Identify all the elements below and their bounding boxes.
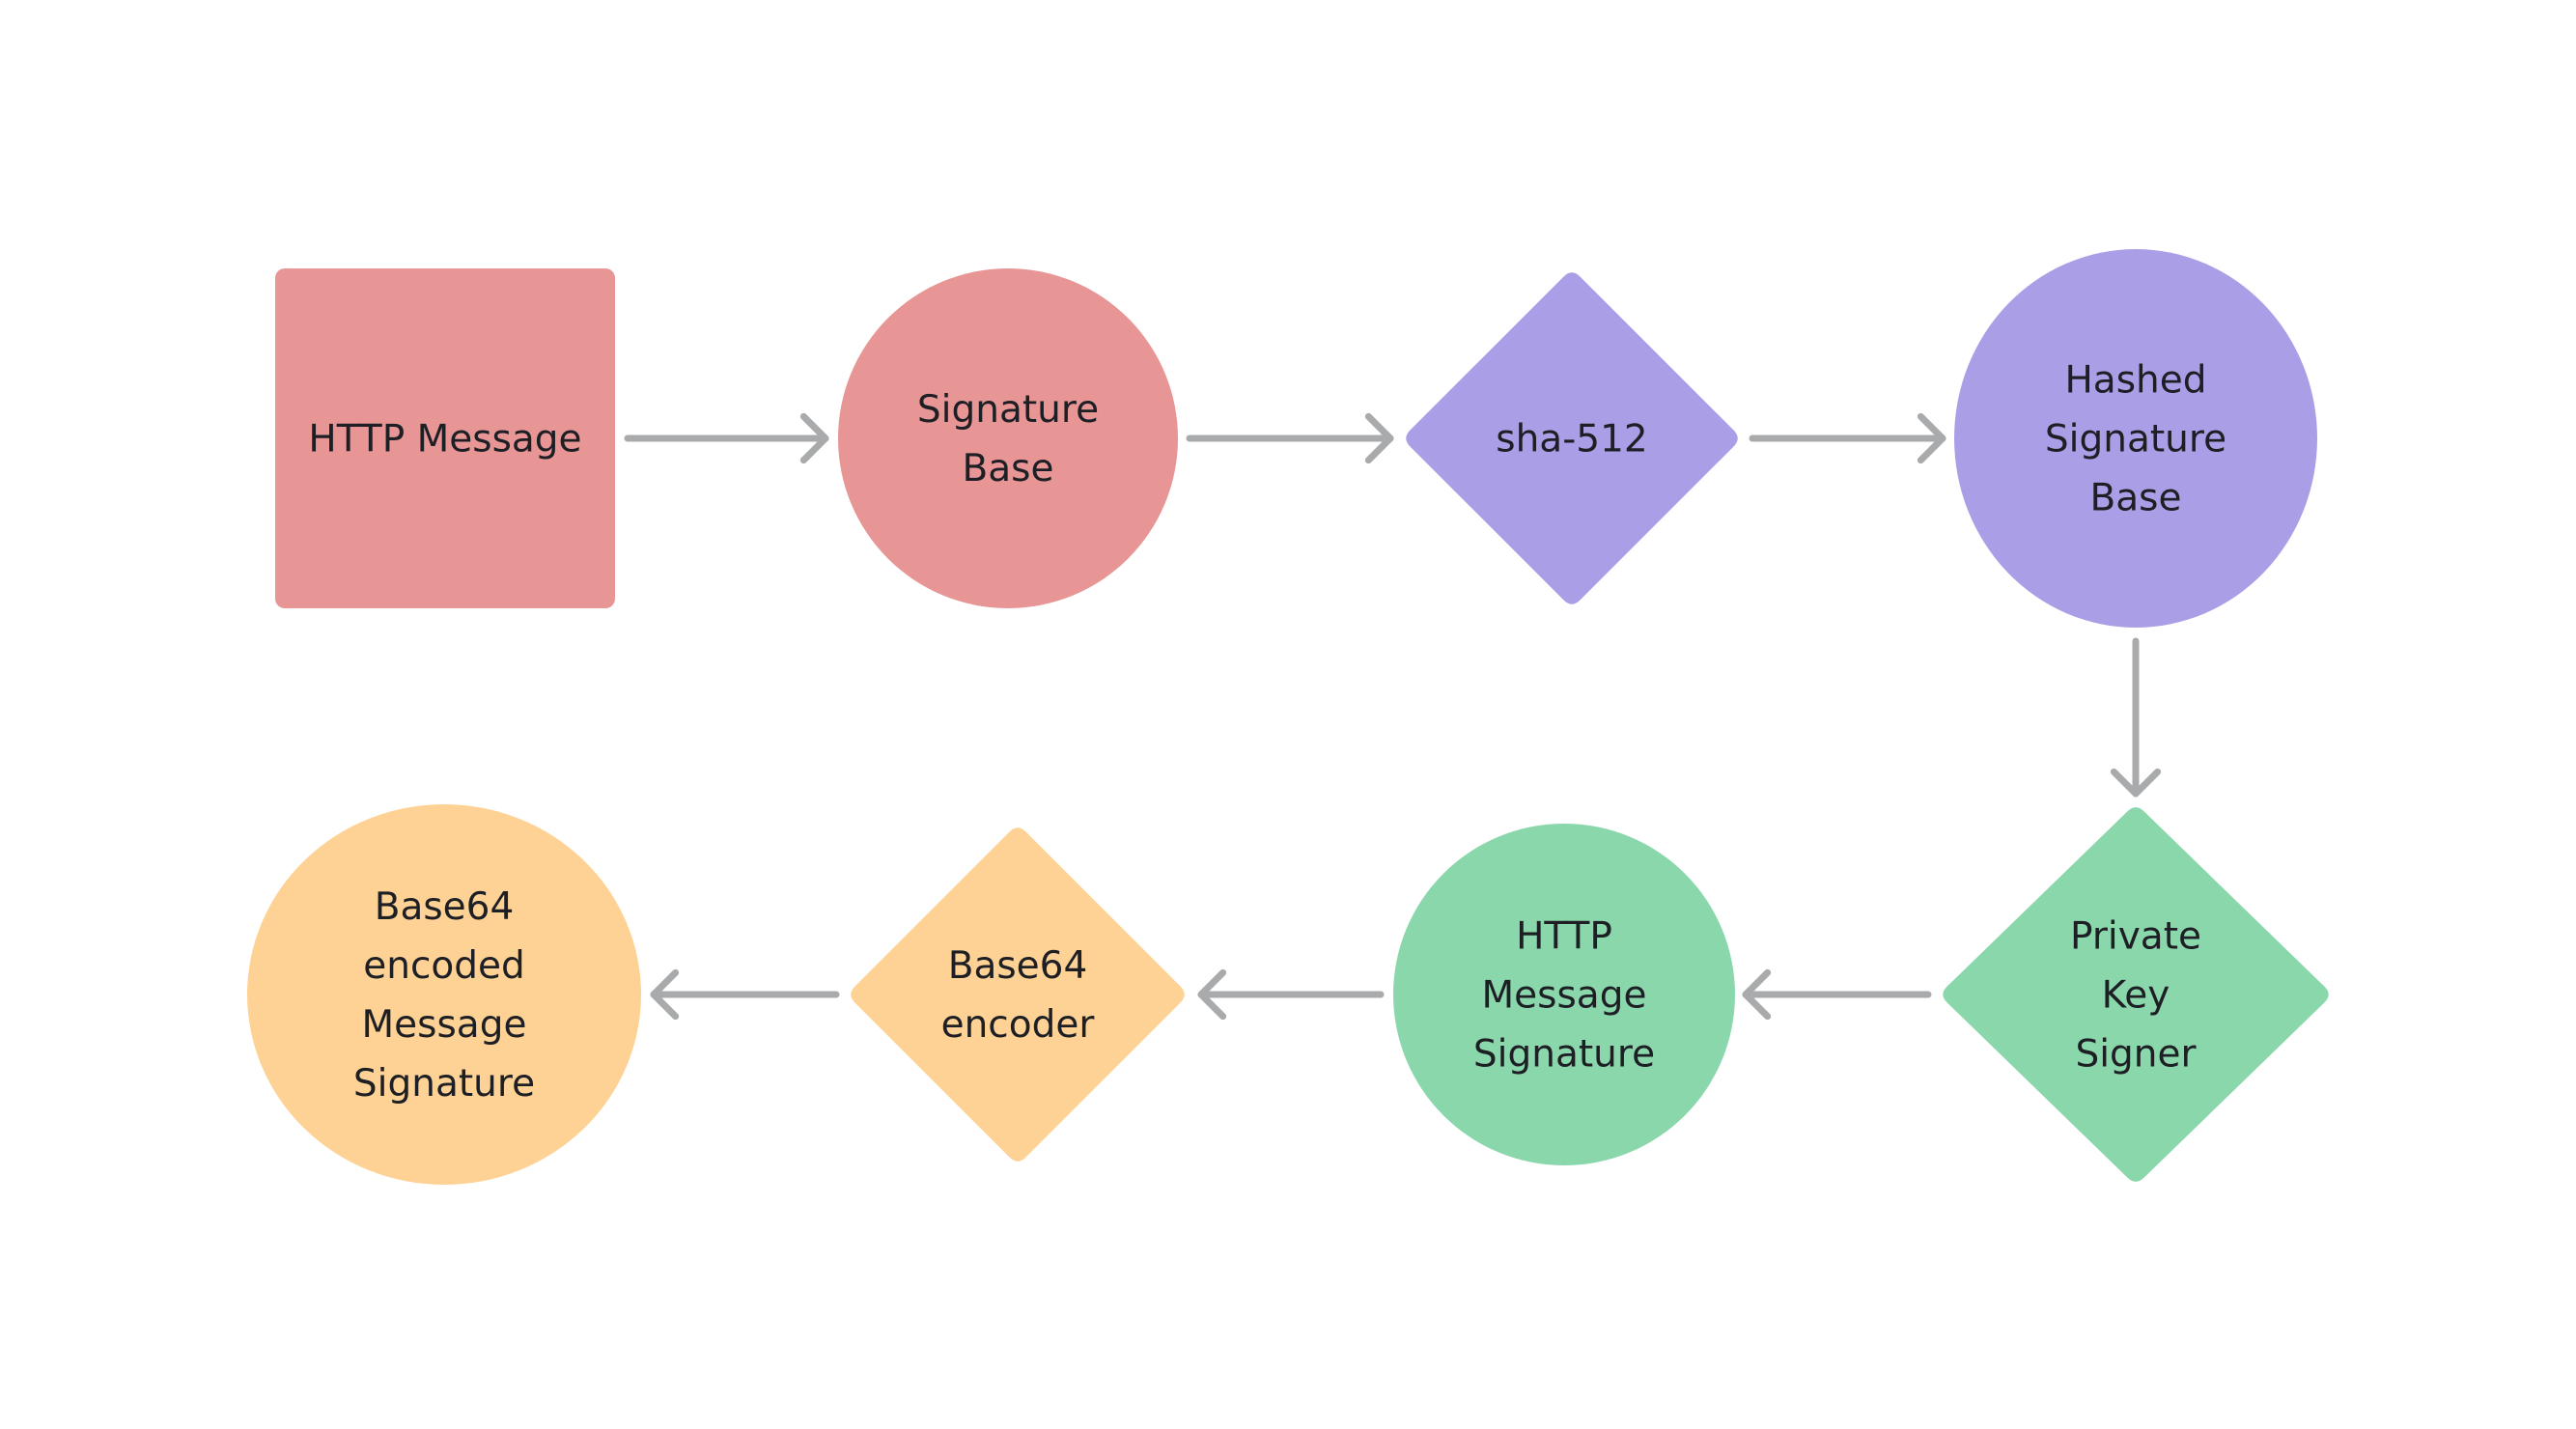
edges xyxy=(624,412,2162,1021)
circle-shape xyxy=(1954,249,2317,628)
node-label-line: sha-512 xyxy=(1496,418,1647,462)
circle-shape xyxy=(838,268,1178,608)
node-label: HTTP Message xyxy=(308,418,581,462)
node-sha-512: sha-512 xyxy=(1406,272,1738,604)
node-label-line: HTTP Message xyxy=(308,418,581,462)
node-label-line: Signer xyxy=(2075,1033,2197,1077)
node-label-line: Signature xyxy=(917,388,1099,432)
node-label-line: Hashed xyxy=(2064,359,2206,403)
node-label-line: Private xyxy=(2070,915,2201,959)
diamond-shape xyxy=(851,827,1185,1162)
diamond-shape xyxy=(1406,272,1738,604)
circle-shape xyxy=(247,804,641,1185)
diamond-shape xyxy=(1943,807,2329,1182)
node-label-line: Signature xyxy=(1473,1033,1655,1077)
node-label-line: encoded xyxy=(363,944,525,988)
node-label-line: encoder xyxy=(941,1003,1096,1047)
node-label-line: Signature xyxy=(353,1062,535,1106)
node-label-line: Key xyxy=(2102,974,2170,1018)
arrow-base64-encoder-to-base64-encoded-message-signature xyxy=(650,968,840,1021)
arrow-http-message-signature-to-base64-encoder xyxy=(1197,968,1385,1021)
arrowhead xyxy=(650,968,680,1021)
arrowhead xyxy=(1364,412,1394,464)
arrow-http-message-to-signature-base xyxy=(624,412,829,464)
node-base64-encoder: Base64 encoder xyxy=(851,827,1185,1162)
arrowhead xyxy=(1742,968,1772,1021)
arrowhead xyxy=(2110,768,2162,798)
arrowhead xyxy=(1197,968,1227,1021)
square-shape xyxy=(275,268,615,608)
node-label-line: Base64 xyxy=(948,944,1088,988)
node-http-message: HTTP Message xyxy=(275,268,615,608)
arrow-signature-base-to-sha-512 xyxy=(1186,412,1394,464)
node-label-line: Base xyxy=(963,447,1054,490)
arrow-sha-512-to-hashed-signature-base xyxy=(1749,412,1946,464)
node-label-line: Base64 xyxy=(375,885,515,929)
arrowhead xyxy=(1917,412,1946,464)
arrow-private-key-signer-to-http-message-signature xyxy=(1742,968,1932,1021)
arrowhead xyxy=(799,412,829,464)
node-label-line: Message xyxy=(1482,974,1647,1018)
circle-shape xyxy=(1393,824,1735,1165)
arrow-hashed-signature-base-to-private-key-signer xyxy=(2110,637,2162,798)
node-label-line: Message xyxy=(362,1003,527,1047)
node-label: sha-512 xyxy=(1496,418,1647,462)
node-label: Base64 encoder xyxy=(941,944,1096,1047)
node-label-line: Signature xyxy=(2045,418,2226,462)
node-label-line: Base xyxy=(2090,477,2182,520)
node-label-line: HTTP xyxy=(1516,915,1612,959)
